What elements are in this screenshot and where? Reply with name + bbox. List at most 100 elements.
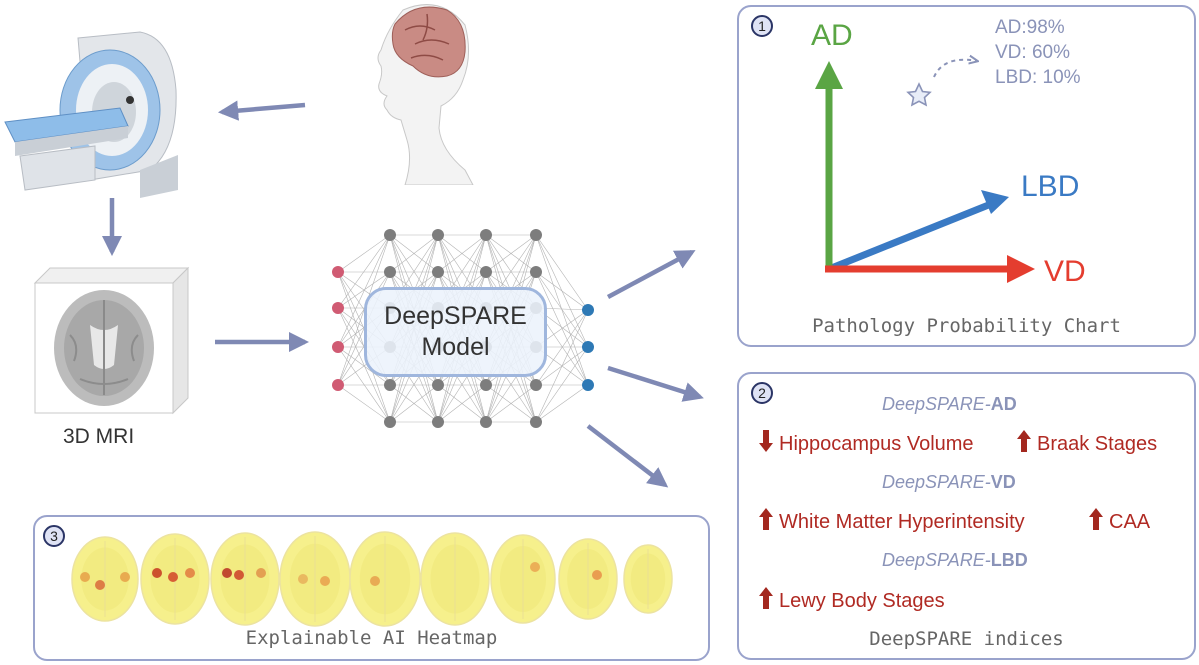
network-edge: [437, 234, 487, 273]
hidden-node: [384, 379, 396, 391]
activation-spot: [530, 562, 540, 572]
input-node: [332, 266, 344, 278]
output-node: [582, 341, 594, 353]
arrow-head-to-scanner: [217, 100, 306, 121]
hidden-node: [530, 416, 542, 428]
lbd-probability: LBD: 10%: [995, 67, 1081, 88]
network-edge: [535, 346, 589, 423]
hidden-node: [480, 266, 492, 278]
panel-caption: Explainable AI Heatmap: [245, 627, 498, 649]
panel-number-badge: 3: [43, 525, 65, 547]
network-edge: [485, 384, 537, 423]
hidden-node: [530, 229, 542, 241]
input-node: [332, 302, 344, 314]
panel-caption: DeepSPARE indices: [869, 628, 1064, 650]
network-edge: [389, 384, 439, 423]
activation-spot: [185, 568, 195, 578]
hidden-node: [432, 416, 444, 428]
activation-spot: [298, 574, 308, 584]
activation-spot: [80, 572, 90, 582]
mri-volume-icon: [33, 266, 190, 415]
feature-braak-stages: Braak Stages: [1017, 429, 1157, 459]
arrow-down-icon: [759, 429, 779, 459]
mri-scanner-icon: [4, 31, 178, 198]
dashed-pointer-arrow: [933, 60, 977, 78]
hidden-node: [530, 266, 542, 278]
network-edge: [535, 384, 589, 423]
arrow-up-icon: [1017, 429, 1037, 459]
hidden-node: [432, 266, 444, 278]
activation-spot: [592, 570, 602, 580]
network-edge: [337, 234, 391, 273]
arrow-model-to-chart: [606, 250, 696, 299]
hidden-node: [384, 266, 396, 278]
ad-axis-label: AD: [811, 19, 853, 52]
network-edge: [535, 271, 589, 311]
heatmap-slices: [71, 531, 673, 627]
output-node: [582, 304, 594, 316]
network-edge: [535, 309, 589, 423]
activation-spot: [168, 572, 178, 582]
hidden-node: [480, 379, 492, 391]
pathology-probability-panel: 1 AD LBD VD AD:98% VD: 60% LBD: 10% Path…: [737, 5, 1196, 347]
arrow-model-to-indices: [607, 365, 704, 402]
vd-probability: VD: 60%: [995, 42, 1070, 63]
output-node: [582, 379, 594, 391]
hidden-node: [384, 229, 396, 241]
network-edge: [337, 234, 391, 309]
panel-number-badge: 1: [751, 15, 773, 37]
activation-spot: [234, 570, 244, 580]
mri-label: 3D MRI: [63, 425, 135, 448]
human-head-icon: [377, 4, 474, 185]
network-edge: [535, 309, 589, 386]
model-title: DeepSPARE: [384, 302, 527, 330]
deepspare-indices-panel: 2 DeepSPARE-AD Hippocampus Volume Braak …: [737, 372, 1196, 660]
lbd-arrowhead-icon: [981, 190, 1009, 214]
activation-spot: [256, 568, 266, 578]
network-edge: [337, 384, 391, 423]
model-subtitle: Model: [421, 333, 490, 361]
hidden-node: [530, 379, 542, 391]
vd-arrowhead-icon: [1007, 255, 1035, 283]
index-title-vd: DeepSPARE-VD: [882, 472, 1016, 492]
activation-spot: [222, 568, 232, 578]
network-edge: [337, 307, 391, 423]
hidden-node: [480, 416, 492, 428]
arrow-up-icon: [759, 507, 779, 537]
network-edge: [535, 271, 589, 348]
lbd-axis: [827, 200, 993, 273]
activation-spot: [152, 568, 162, 578]
input-node: [332, 379, 344, 391]
network-edge: [535, 234, 589, 311]
network-edge: [337, 234, 391, 348]
arrow-up-icon: [759, 586, 779, 616]
index-title-ad: DeepSPARE-AD: [882, 394, 1017, 414]
feature-hippocampus-volume: Hippocampus Volume: [759, 429, 974, 459]
arrow-up-icon: [1089, 507, 1109, 537]
vd-axis-label: VD: [1044, 255, 1086, 288]
network-edge: [485, 234, 537, 273]
probability-list: AD:98% VD: 60% LBD: 10%: [995, 15, 1081, 90]
hidden-node: [432, 379, 444, 391]
probability-vector-chart: [815, 7, 1035, 283]
activation-spot: [370, 576, 380, 586]
feature-caa: CAA: [1089, 507, 1150, 537]
arrow-model-to-heatmap: [586, 424, 669, 488]
input-node: [332, 341, 344, 353]
panel-caption: Pathology Probability Chart: [812, 315, 1121, 337]
hidden-node: [384, 416, 396, 428]
activation-spot: [320, 576, 330, 586]
ad-arrowhead-icon: [815, 61, 843, 89]
explainable-ai-heatmap-panel: 3 Explainable AI Heatmap: [33, 515, 710, 661]
lbd-axis-label: LBD: [1021, 170, 1080, 203]
network-edge: [389, 234, 439, 273]
index-title-lbd: DeepSPARE-LBD: [882, 550, 1028, 570]
activation-spot: [95, 580, 105, 590]
deepspare-model-box: DeepSPARE Model: [364, 287, 547, 377]
panel-number-badge: 2: [751, 382, 773, 404]
hidden-node: [432, 229, 444, 241]
network-edge: [337, 271, 391, 309]
star-icon: [906, 82, 932, 107]
network-edge: [437, 384, 487, 423]
